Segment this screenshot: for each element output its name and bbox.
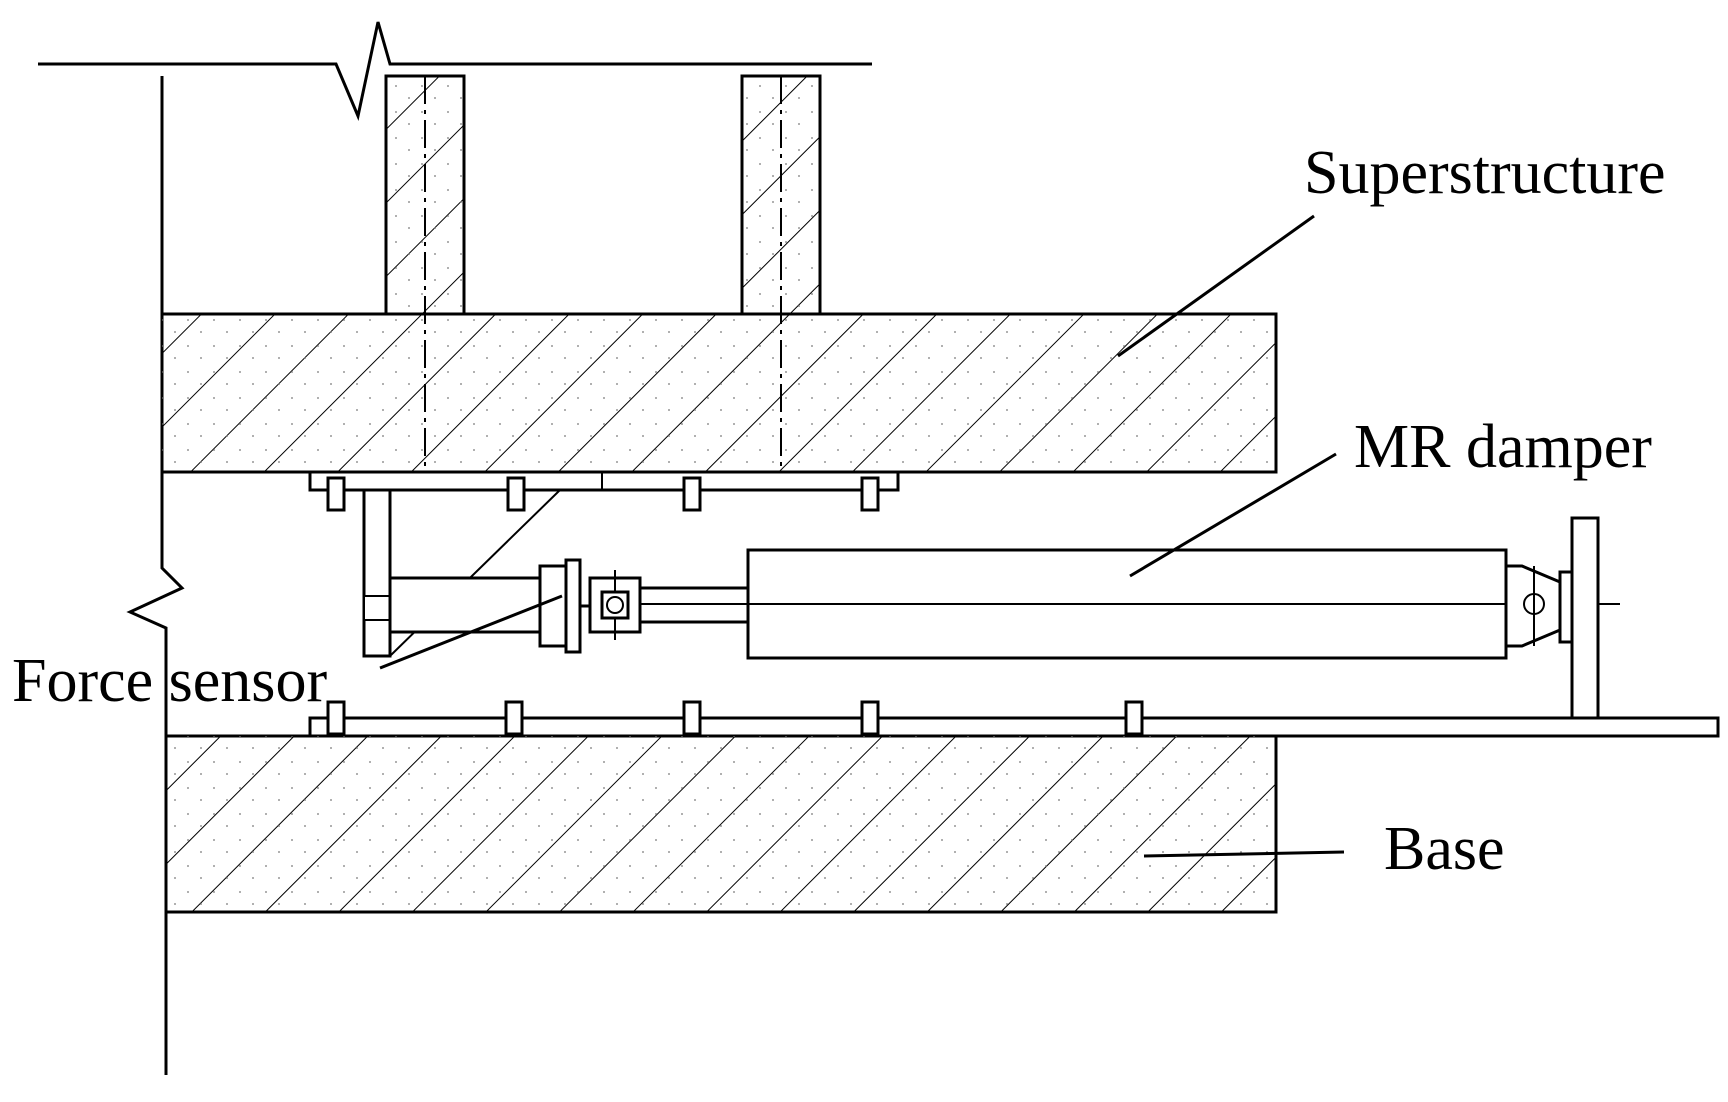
superstructure-leader	[1117, 214, 1315, 358]
mr-damper-cylinder	[640, 548, 1620, 660]
top-ground-line	[38, 21, 872, 121]
damper-bracket	[362, 488, 561, 658]
left-column	[384, 74, 466, 488]
superstructure-slab	[160, 312, 1278, 474]
mr-damper-leader	[1129, 452, 1337, 578]
piston-rod	[640, 586, 748, 624]
left-wall-line	[126, 76, 185, 1075]
leader-lines	[379, 214, 1345, 858]
label-base: Base	[1384, 815, 1505, 883]
force-sensor	[388, 558, 604, 654]
label-force-sensor: Force sensor	[12, 647, 328, 715]
force-sensor-leader	[379, 594, 563, 670]
rod-clevis	[588, 570, 642, 640]
top-mounting-plate	[308, 470, 900, 512]
label-mr-damper: MR damper	[1354, 413, 1652, 481]
base-slab	[164, 734, 1278, 914]
right-column	[740, 74, 822, 488]
bottom-mounting-plate	[308, 700, 1720, 738]
label-superstructure: Superstructure	[1304, 139, 1666, 207]
end-clevis	[1504, 516, 1600, 720]
base-leader	[1143, 850, 1345, 858]
